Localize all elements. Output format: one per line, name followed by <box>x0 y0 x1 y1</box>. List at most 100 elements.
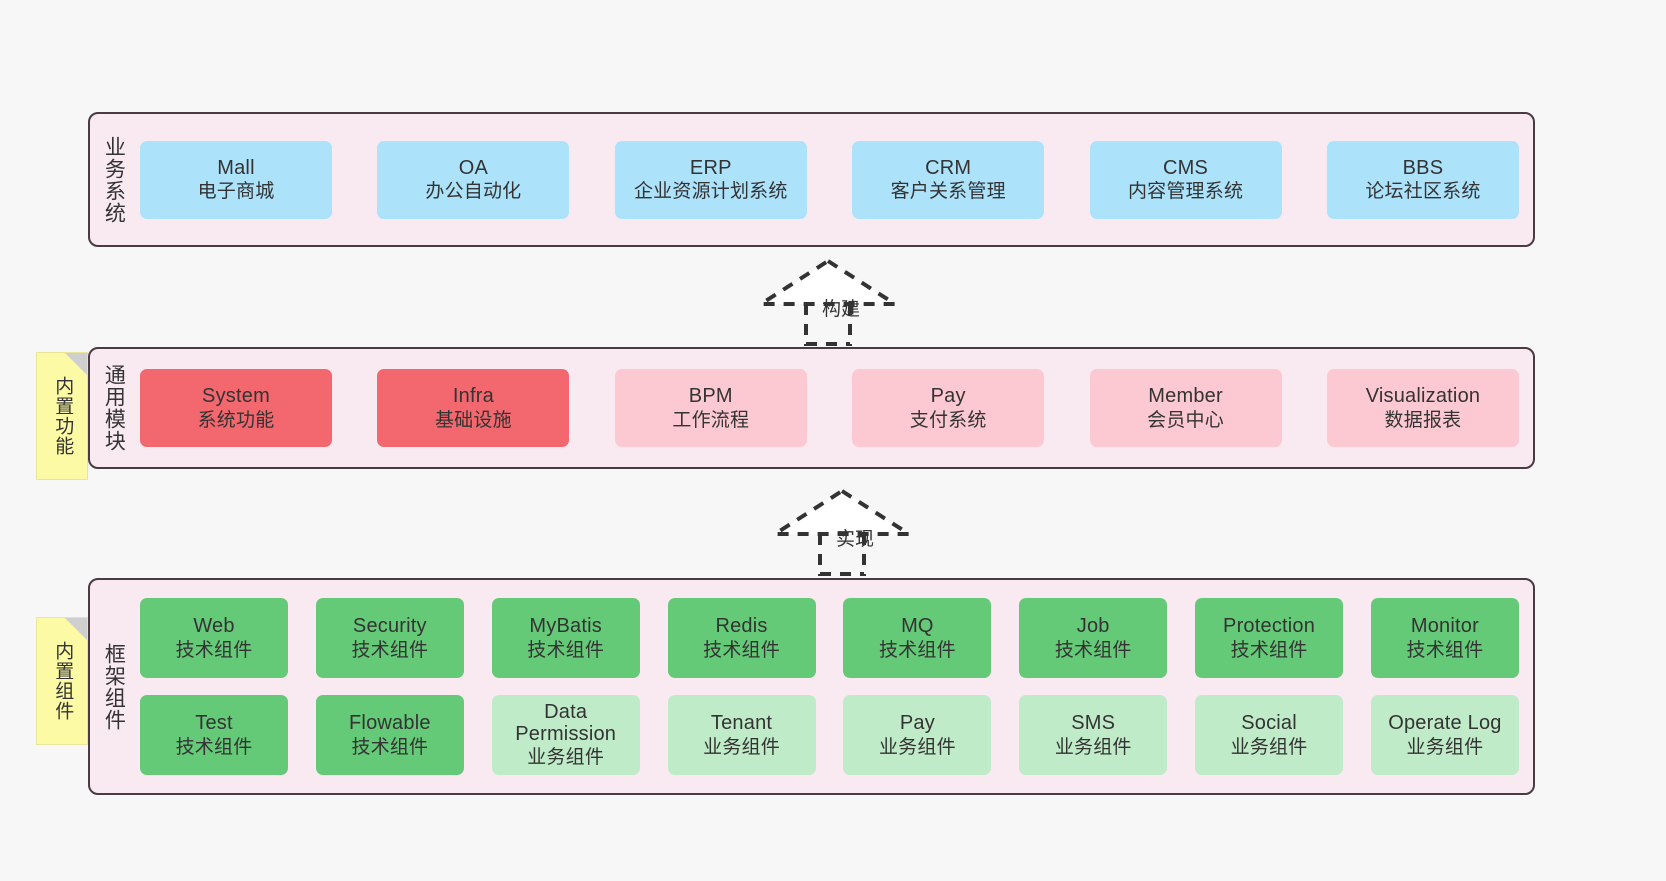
card-title: Web <box>193 615 235 638</box>
card-title: CMS <box>1163 156 1209 179</box>
card-erp[interactable]: ERP 企业资源计划系统 <box>614 140 807 219</box>
card-row: System 系统功能 Infra 基础设施 BPM 工作流程 Pay 支付系统… <box>140 369 1519 447</box>
card-subtitle: 系统功能 <box>197 409 275 431</box>
card-subtitle: 技术组件 <box>1054 639 1132 661</box>
card-subtitle: 技术组件 <box>351 736 429 758</box>
layer-body-business-system: Mall 电子商城 OA 办公自动化 ERP 企业资源计划系统 CRM 客户关系… <box>136 114 1533 245</box>
layer-framework-component: 框架组件 Web 技术组件 Security 技术组件 MyBatis 技术组件… <box>88 578 1535 795</box>
card-row: Test 技术组件 Flowable 技术组件 Data Permission … <box>140 695 1519 775</box>
card-tenant[interactable]: Tenant 业务组件 <box>667 695 816 775</box>
card-oa[interactable]: OA 办公自动化 <box>377 140 570 219</box>
card-row: Web 技术组件 Security 技术组件 MyBatis 技术组件 Redi… <box>140 598 1519 678</box>
card-subtitle: 技术组件 <box>175 639 253 661</box>
card-title: Pay <box>930 385 966 408</box>
card-subtitle: 技术组件 <box>1406 639 1484 661</box>
card-sms[interactable]: SMS 业务组件 <box>1019 695 1168 775</box>
card-title: OA <box>458 156 489 179</box>
card-protection[interactable]: Protection 技术组件 <box>1195 598 1344 678</box>
layer-body-common-module: System 系统功能 Infra 基础设施 BPM 工作流程 Pay 支付系统… <box>136 349 1533 467</box>
card-title: Tenant <box>710 712 773 735</box>
layer-title-framework-component: 框架组件 <box>102 642 126 731</box>
card-row: Mall 电子商城 OA 办公自动化 ERP 企业资源计划系统 CRM 客户关系… <box>140 140 1519 219</box>
layer-body-framework-component: Web 技术组件 Security 技术组件 MyBatis 技术组件 Redi… <box>136 580 1533 793</box>
card-title: MQ <box>901 615 934 638</box>
card-title: System <box>202 385 270 408</box>
note-label: 内置功能 <box>52 376 74 456</box>
connector-implement: 实现 <box>768 488 916 576</box>
card-title: Protection <box>1223 615 1316 638</box>
layer-common-module: 通用模块 System 系统功能 Infra 基础设施 BPM 工作流程 Pay… <box>88 347 1535 469</box>
card-cms[interactable]: CMS 内容管理系统 <box>1089 140 1282 219</box>
card-mall[interactable]: Mall 电子商城 <box>140 140 332 219</box>
card-job[interactable]: Job 技术组件 <box>1019 598 1168 678</box>
card-subtitle: 数据报表 <box>1384 409 1462 431</box>
card-subtitle: 客户关系管理 <box>890 181 1006 203</box>
layer-title-common-module: 通用模块 <box>102 364 126 452</box>
card-mq[interactable]: MQ 技术组件 <box>843 598 992 678</box>
card-subtitle: 技术组件 <box>1230 639 1308 661</box>
connector-build: 构建 <box>754 258 902 346</box>
card-subtitle: 技术组件 <box>878 639 956 661</box>
note-builtin-function: 内置功能 <box>36 352 88 480</box>
card-subtitle: 技术组件 <box>175 736 253 758</box>
card-subtitle: 技术组件 <box>703 639 780 661</box>
card-subtitle: 会员中心 <box>1147 409 1224 431</box>
card-pay[interactable]: Pay 支付系统 <box>852 369 1045 447</box>
card-subtitle: 内容管理系统 <box>1127 181 1244 203</box>
card-title: Data Permission <box>515 701 617 746</box>
card-title: Member <box>1148 385 1223 408</box>
card-subtitle: 办公自动化 <box>425 181 522 203</box>
connector-implement-label: 实现 <box>836 529 875 550</box>
card-security[interactable]: Security 技术组件 <box>315 598 464 678</box>
card-title: ERP <box>689 156 732 179</box>
card-title: BPM <box>688 385 733 408</box>
card-title: Social <box>1241 712 1297 735</box>
card-crm[interactable]: CRM 客户关系管理 <box>852 140 1045 219</box>
card-subtitle: 业务组件 <box>878 736 956 758</box>
card-title: Pay <box>899 712 935 735</box>
card-subtitle: 业务组件 <box>527 746 605 768</box>
card-title: Operate Log <box>1388 712 1502 735</box>
card-title: SMS <box>1071 712 1116 735</box>
card-bbs[interactable]: BBS 论坛社区系统 <box>1326 140 1519 219</box>
card-data-permission[interactable]: Data Permission 业务组件 <box>491 695 640 775</box>
card-system[interactable]: System 系统功能 <box>140 369 332 447</box>
card-title: MyBatis <box>529 615 602 638</box>
card-flowable[interactable]: Flowable 技术组件 <box>315 695 464 775</box>
card-subtitle: 业务组件 <box>1230 736 1308 758</box>
connector-build-label: 构建 <box>822 299 861 320</box>
card-subtitle: 论坛社区系统 <box>1365 181 1481 203</box>
card-subtitle: 企业资源计划系统 <box>633 181 788 203</box>
card-subtitle: 技术组件 <box>351 639 429 661</box>
card-title: BBS <box>1402 156 1444 179</box>
card-test[interactable]: Test 技术组件 <box>140 695 288 775</box>
card-subtitle: 支付系统 <box>909 409 987 431</box>
card-subtitle: 基础设施 <box>434 409 512 431</box>
note-label: 内置组件 <box>52 641 74 721</box>
card-infra[interactable]: Infra 基础设施 <box>377 369 570 447</box>
note-fold-icon <box>65 353 87 375</box>
card-social[interactable]: Social 业务组件 <box>1195 695 1344 775</box>
card-web[interactable]: Web 技术组件 <box>140 598 288 678</box>
card-title: Job <box>1076 615 1110 638</box>
card-visualization[interactable]: Visualization 数据报表 <box>1326 369 1519 447</box>
card-title: Redis <box>715 615 768 638</box>
card-title: Security <box>352 615 427 638</box>
card-member[interactable]: Member 会员中心 <box>1089 369 1282 447</box>
card-subtitle: 电子商城 <box>197 181 275 203</box>
card-title: Monitor <box>1410 615 1479 638</box>
card-pay-business[interactable]: Pay 业务组件 <box>843 695 992 775</box>
card-subtitle: 业务组件 <box>703 736 780 758</box>
card-redis[interactable]: Redis 技术组件 <box>667 598 816 678</box>
card-subtitle: 业务组件 <box>1054 736 1132 758</box>
card-title: Infra <box>452 385 494 408</box>
card-bpm[interactable]: BPM 工作流程 <box>614 369 807 447</box>
card-operate-log[interactable]: Operate Log 业务组件 <box>1370 695 1519 775</box>
note-fold-icon <box>65 618 87 640</box>
card-title: Visualization <box>1365 385 1481 408</box>
card-monitor[interactable]: Monitor 技术组件 <box>1370 598 1519 678</box>
card-subtitle: 工作流程 <box>672 409 750 431</box>
card-mybatis[interactable]: MyBatis 技术组件 <box>491 598 640 678</box>
card-title: Test <box>195 712 233 735</box>
